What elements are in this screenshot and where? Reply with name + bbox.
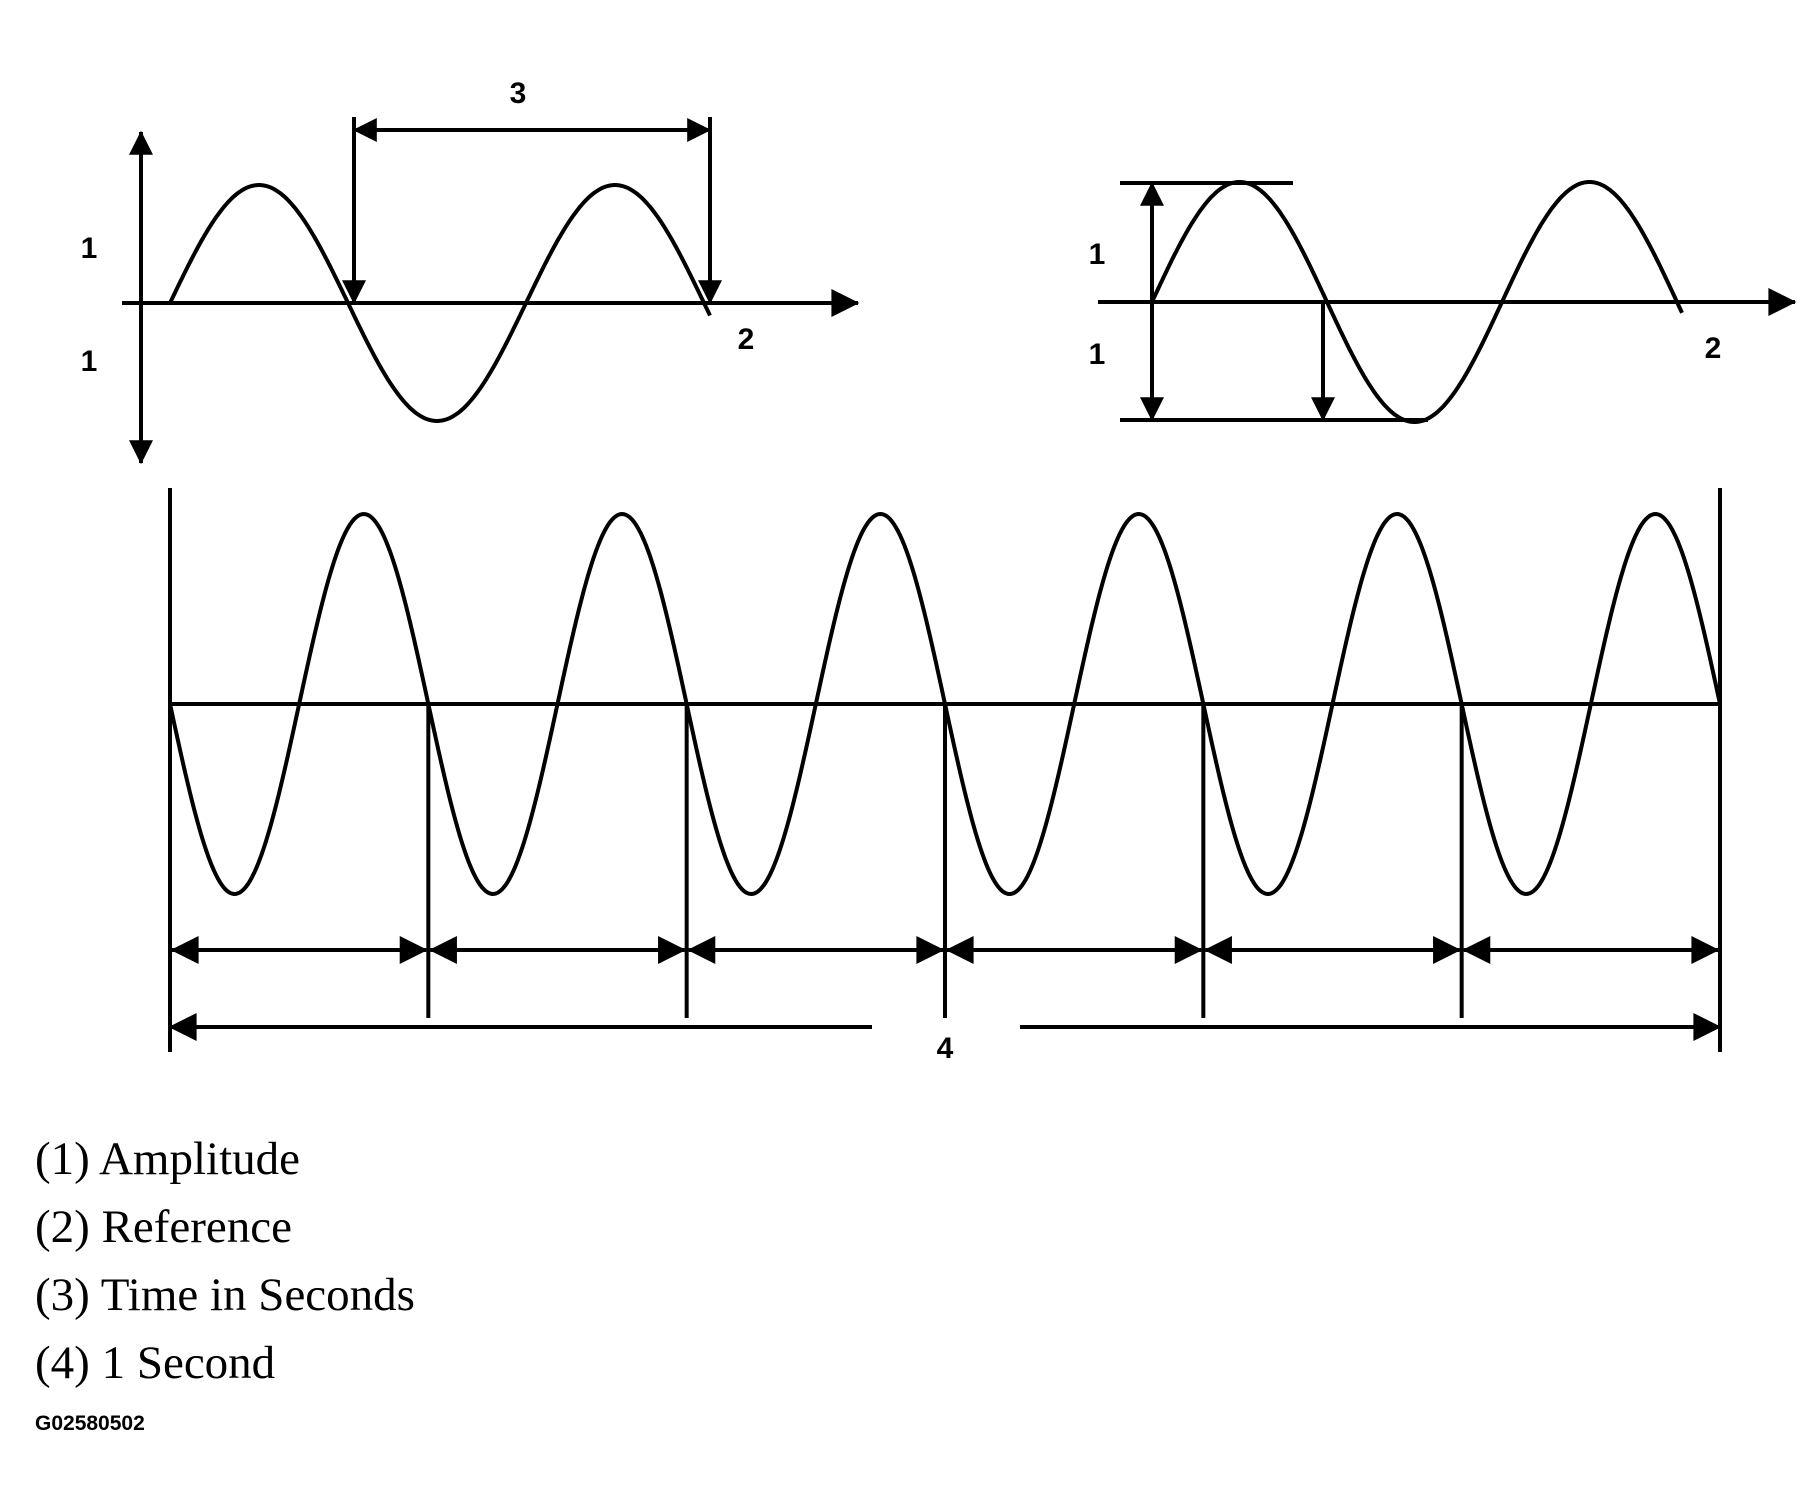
legend-number: (3)	[35, 1269, 90, 1321]
top-right-label-amplitude-down: 1	[1089, 338, 1106, 371]
legend-item-reference: (2) Reference	[35, 1193, 415, 1261]
legend-number: (4)	[35, 1337, 90, 1389]
legend-number: (2)	[35, 1201, 90, 1253]
legend-item-amplitude: (1) Amplitude	[35, 1125, 415, 1193]
legend-number: (1)	[35, 1133, 90, 1185]
waveform-diagram: 1 1 2 3 1 1 2 4	[81, 77, 1797, 1065]
top-left-label-amplitude-down: 1	[81, 345, 98, 378]
figure-code: G02580502	[35, 1412, 145, 1435]
top-left-label-amplitude-up: 1	[81, 232, 98, 265]
top-right-label-amplitude-up: 1	[1089, 238, 1106, 271]
top-left-label-reference: 2	[738, 323, 755, 356]
legend-text: Time in Seconds	[100, 1269, 415, 1321]
legend-item-time: (3) Time in Seconds	[35, 1261, 415, 1329]
legend-text: Amplitude	[98, 1133, 301, 1185]
legend-text: Reference	[101, 1201, 293, 1253]
top-left-waveform-panel: 1 1 2 3	[81, 77, 860, 465]
bottom-period-ticks	[426, 704, 1464, 1018]
top-right-waveform-panel: 1 1 2	[1089, 180, 1797, 424]
legend-text: 1 Second	[101, 1337, 276, 1389]
top-left-sine-wave	[168, 183, 712, 423]
top-left-label-time: 3	[510, 77, 527, 110]
legend-item-one-second: (4) 1 Second	[35, 1329, 415, 1397]
top-right-label-reference: 2	[1705, 332, 1722, 365]
bottom-waveform-panel: 4	[168, 488, 1722, 1065]
legend: (1) Amplitude (2) Reference (3) Time in …	[35, 1125, 415, 1397]
bottom-label-one-second: 4	[937, 1032, 954, 1065]
